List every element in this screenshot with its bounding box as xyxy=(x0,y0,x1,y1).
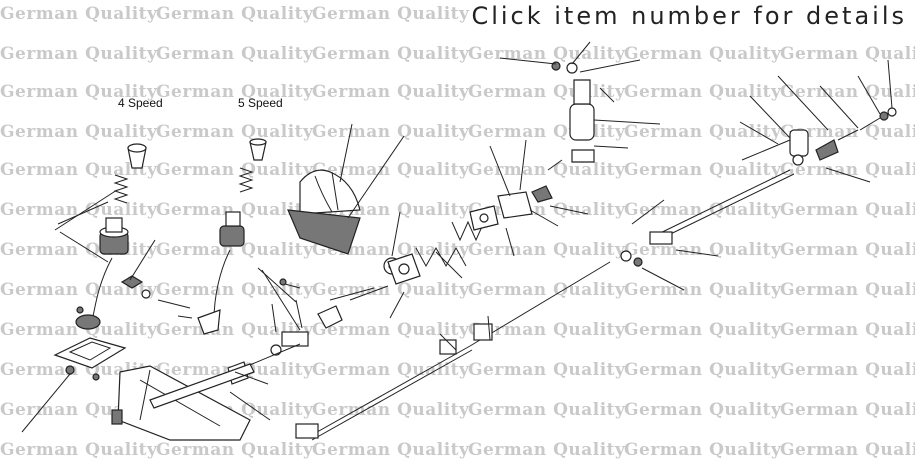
ball-joint-right[interactable] xyxy=(789,129,809,166)
coupler-assembly[interactable] xyxy=(270,331,309,356)
gasket-plate[interactable] xyxy=(469,205,499,231)
flange-plate[interactable] xyxy=(387,253,421,285)
rod-end-clevis[interactable] xyxy=(620,250,643,267)
top-washer[interactable] xyxy=(566,41,591,74)
label-5-speed: 5 Speed xyxy=(238,96,283,110)
shift-rod-main[interactable] xyxy=(295,261,611,441)
hex-bolt[interactable] xyxy=(279,278,301,289)
shifter-bushing-4speed[interactable] xyxy=(99,217,129,255)
shift-boot[interactable] xyxy=(299,169,361,215)
mounting-plate[interactable] xyxy=(497,191,533,219)
small-screw-4speed[interactable] xyxy=(177,315,193,319)
chassis-frame[interactable] xyxy=(111,365,251,441)
shifter-boot-ring-4speed[interactable] xyxy=(75,314,101,330)
base-bolts-4speed[interactable] xyxy=(65,306,100,381)
shift-rod-clamp[interactable] xyxy=(317,287,375,329)
shift-knob-4speed[interactable] xyxy=(127,143,147,169)
pivot-pin[interactable] xyxy=(271,299,303,333)
shifter-bushing-5speed[interactable] xyxy=(219,211,245,247)
dipstick-rod[interactable] xyxy=(825,167,871,183)
top-nut[interactable] xyxy=(499,57,561,71)
linkage-bolt-4speed[interactable] xyxy=(141,289,191,309)
linkage-bushing-spring[interactable] xyxy=(120,239,156,289)
shift-lever-5speed[interactable] xyxy=(197,249,231,335)
elbow-pipe[interactable] xyxy=(571,119,661,163)
label-4-speed: 4 Speed xyxy=(118,96,163,110)
shifter-spring-5speed[interactable] xyxy=(238,167,254,193)
shifter-base-plate-4speed[interactable] xyxy=(53,337,127,369)
frame-crossmember[interactable] xyxy=(149,363,255,409)
bellows-joint[interactable] xyxy=(815,129,859,161)
header-instruction: Click item number for details xyxy=(471,2,907,30)
threaded-rod[interactable] xyxy=(349,285,389,301)
shift-console-bracket[interactable] xyxy=(287,209,361,255)
shift-lever-4speed[interactable] xyxy=(91,257,113,323)
ball-stud[interactable] xyxy=(599,87,615,103)
ball-socket-lever[interactable] xyxy=(569,59,641,141)
threaded-end-right[interactable] xyxy=(859,107,897,131)
bracket-clip[interactable] xyxy=(531,185,553,203)
long-shift-rod-right[interactable] xyxy=(649,169,795,245)
shifter-spring-4speed[interactable] xyxy=(113,174,129,204)
shift-knob-5speed[interactable] xyxy=(249,138,267,161)
rod-coupler-bracket[interactable] xyxy=(439,323,493,355)
small-bolt-top[interactable] xyxy=(547,159,563,171)
damper-spring[interactable] xyxy=(451,220,485,242)
